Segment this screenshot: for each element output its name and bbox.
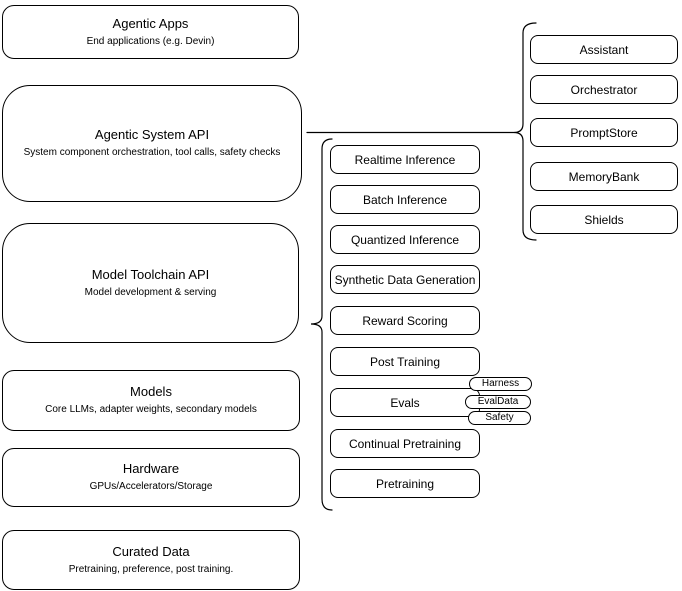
box-models-subtitle: Core LLMs, adapter weights, secondary mo… [45,404,257,416]
node-assistant: Assistant [530,35,678,64]
box-hardware-subtitle: GPUs/Accelerators/Storage [89,481,213,493]
box-agentic-system-api-subtitle: System component orchestration, tool cal… [23,147,281,159]
box-models: Models Core LLMs, adapter weights, secon… [2,370,300,431]
tag-safety: Safety [468,411,531,425]
node-realtime-inference: Realtime Inference [330,145,480,174]
node-post-training: Post Training [330,347,480,376]
box-agentic-apps-title: Agentic Apps [112,15,189,31]
node-orchestrator: Orchestrator [530,75,678,104]
node-evals: Evals [330,388,480,417]
box-agentic-apps: Agentic Apps End applications (e.g. Devi… [2,5,299,59]
node-quantized-inference: Quantized Inference [330,225,480,254]
node-reward-scoring: Reward Scoring [330,306,480,335]
node-shields: Shields [530,205,678,234]
box-hardware: Hardware GPUs/Accelerators/Storage [2,448,300,507]
box-model-toolchain-api-subtitle: Model development & serving [84,286,217,298]
box-curated-data-subtitle: Pretraining, preference, post training. [68,563,234,575]
node-promptstore: PromptStore [530,118,678,147]
box-model-toolchain-api-title: Model Toolchain API [91,266,210,282]
tag-evaldata: EvalData [465,395,531,409]
box-curated-data: Curated Data Pretraining, preference, po… [2,530,300,590]
box-models-title: Models [130,384,172,400]
node-pretraining: Pretraining [330,469,480,498]
box-curated-data-title: Curated Data [112,543,190,559]
box-model-toolchain-api: Model Toolchain API Model development & … [2,223,299,343]
tag-harness: Harness [469,377,532,391]
box-agentic-system-api: Agentic System API System component orch… [2,85,302,202]
box-hardware-title: Hardware [122,461,180,477]
node-continual-pretraining: Continual Pretraining [330,429,480,458]
box-agentic-apps-subtitle: End applications (e.g. Devin) [86,35,215,47]
node-batch-inference: Batch Inference [330,185,480,214]
toolchain-brace [310,138,333,511]
node-synthetic-data-generation: Synthetic Data Generation [330,265,480,294]
node-memorybank: MemoryBank [530,162,678,191]
box-agentic-system-api-title: Agentic System API [94,127,210,143]
